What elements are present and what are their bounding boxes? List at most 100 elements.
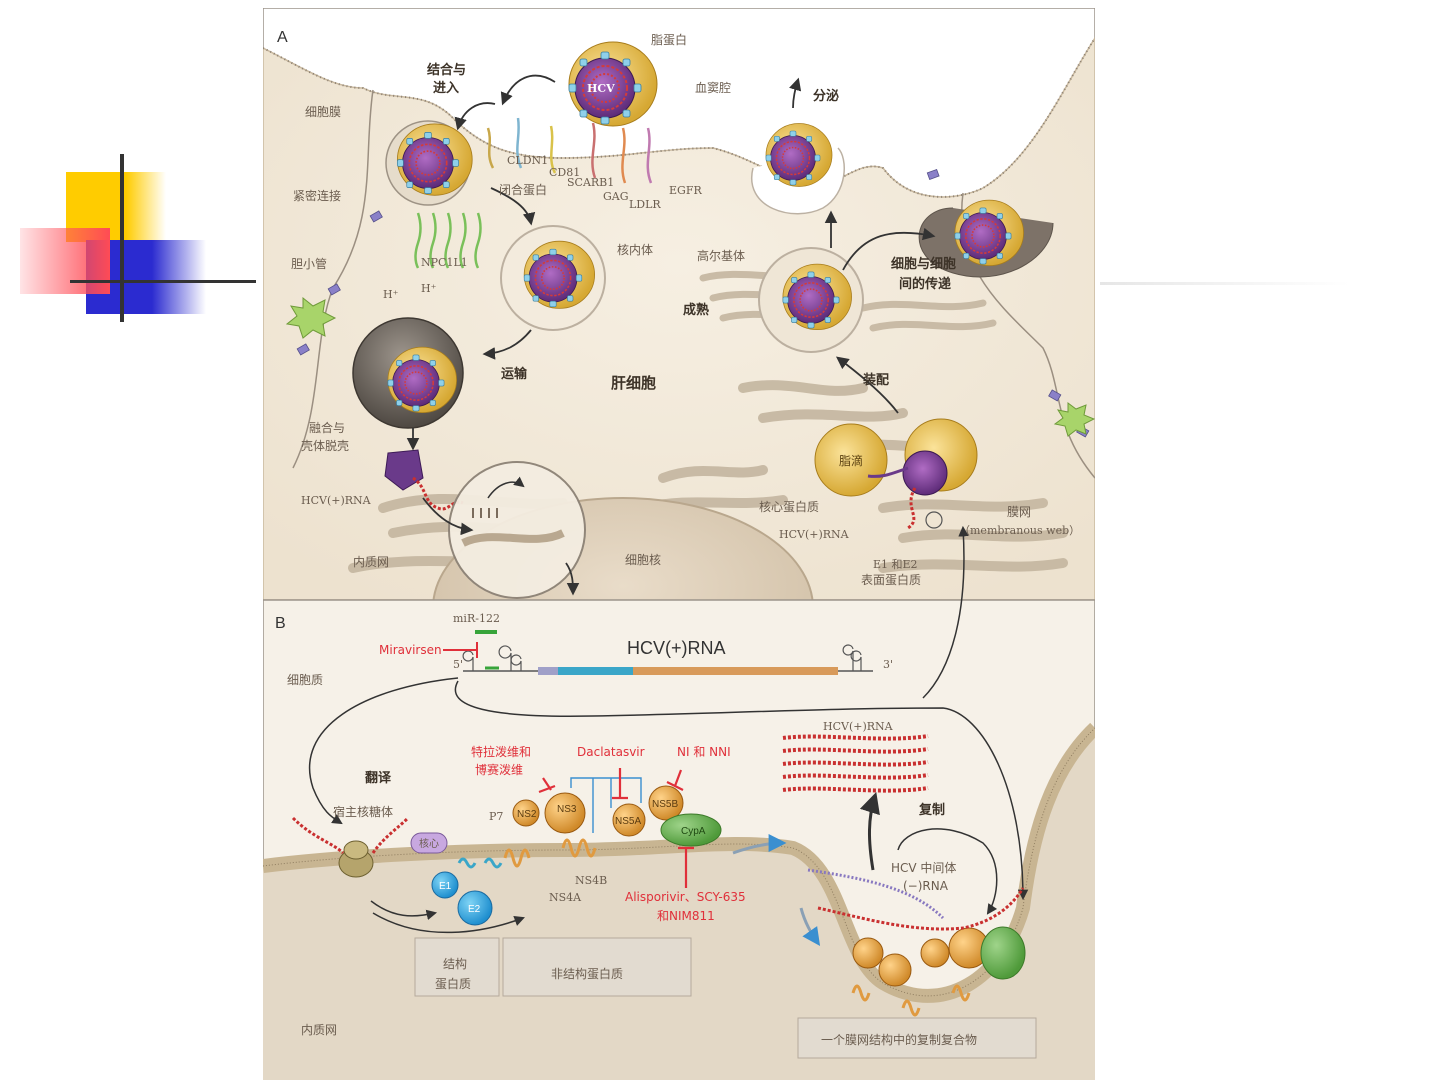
- label-cypa: CypA: [681, 826, 706, 837]
- drug-inhibitors: [538, 768, 694, 888]
- cell-to-cell-virion: [955, 200, 1024, 266]
- label-membranous-web-2: （membranous web）: [959, 524, 1080, 537]
- label-h-plus-1: H⁺: [383, 288, 399, 301]
- label-scarb1: SCARB1: [567, 176, 614, 189]
- replication-complex: [807, 868, 1026, 1017]
- label-h-plus-2: H⁺: [421, 282, 437, 295]
- label-ldlr: LDLR: [629, 198, 661, 211]
- ns2-protein: [512, 799, 540, 827]
- label-maturation: 成熟: [683, 302, 709, 318]
- label-ns3: NS3: [557, 804, 577, 815]
- e2-protein: [457, 890, 493, 926]
- er-translation-magnifier: [448, 461, 586, 599]
- label-ns2: NS2: [517, 809, 537, 820]
- label-er-b: 内质网: [301, 1023, 337, 1037]
- label-three-prime: 3': [883, 658, 893, 671]
- label-e1: E1: [439, 881, 452, 892]
- label-tight-junction: 紧密连接: [293, 188, 341, 203]
- label-nonstructural: 非结构蛋白质: [551, 966, 623, 981]
- ornament-red-square: [20, 228, 110, 294]
- label-five-prime: 5': [453, 658, 463, 671]
- label-core-protein: 核心蛋白质: [759, 499, 819, 514]
- label-structural-2: 蛋白质: [435, 976, 471, 991]
- label-fusion-1: 融合与: [309, 420, 345, 435]
- label-egfr: EGFR: [669, 184, 702, 197]
- label-replication-complex: 一个膜网结构中的复制复合物: [821, 1032, 977, 1047]
- label-hcv-rna-2: HCV(+)RNA: [779, 528, 850, 541]
- label-cldn1: CLDN1: [507, 154, 548, 167]
- label-ns4b: NS4B: [575, 874, 607, 887]
- cell-membrane: [263, 37, 1095, 198]
- nonstructural-proteins-box: [502, 937, 692, 997]
- secreted-virion: [766, 124, 832, 187]
- ns5a-protein: [612, 803, 646, 837]
- host-ribosome: [291, 816, 410, 878]
- label-structural-1: 结构: [443, 956, 467, 971]
- label-hcv-rna-plus: HCV(+)RNA: [823, 720, 894, 733]
- panel-b-letter: B: [275, 615, 286, 632]
- membrane-flow-arrows: [732, 834, 821, 946]
- slide-ornament: [20, 150, 260, 330]
- hcv-lifecycle-figure: A 脂蛋白 HCV 血窦腔 分泌 结合与 进入 细胞膜 CLDN1 CD81 闭…: [263, 8, 1095, 1080]
- label-e1e2-1: E1 和E2: [873, 558, 918, 571]
- virion-binding: [385, 120, 472, 206]
- structural-proteins: [410, 832, 503, 926]
- bile-canaliculus: [285, 296, 337, 339]
- acidified-endosome: [352, 317, 464, 429]
- label-hepatocyte: 肝细胞: [611, 374, 656, 392]
- panel-a: A 脂蛋白 HCV 血窦腔 分泌 结合与 进入 细胞膜 CLDN1 CD81 闭…: [263, 8, 1095, 719]
- ornament-vertical-line: [120, 154, 124, 322]
- label-nucleus: 细胞核: [625, 553, 661, 567]
- label-lipid-droplet: 脂滴: [839, 453, 863, 468]
- label-binding-entry-2: 进入: [433, 81, 459, 96]
- genome-core-region: [558, 667, 633, 675]
- ns3-protein: [544, 792, 586, 834]
- label-e2: E2: [468, 904, 481, 915]
- label-e1e2-2: 表面蛋白质: [861, 572, 921, 587]
- hcv-rna-genome: [443, 630, 873, 675]
- label-sinusoid: 血窦腔: [695, 80, 731, 95]
- panel-b: B miR-122 Miravirsen 5' 3' HCV(+)RNA 细胞质…: [263, 525, 1095, 1080]
- label-core: 核心: [419, 837, 439, 850]
- panel-a-arrows: [406, 74, 936, 596]
- label-transport: 运输: [501, 366, 528, 382]
- label-cell-to-cell-1: 细胞与细胞: [891, 256, 956, 272]
- label-translation: 翻译: [365, 770, 392, 786]
- label-secretion: 分泌: [813, 88, 839, 104]
- label-host-ribosome: 宿主核糖体: [333, 804, 393, 819]
- label-ns4a: NS4A: [549, 891, 582, 904]
- npc1l1-receptor: [414, 212, 482, 269]
- label-p7: P7: [489, 810, 503, 823]
- genome-ns-region: [633, 667, 838, 675]
- label-cell-membrane: 细胞膜: [305, 105, 341, 119]
- label-hcv-rna-1: HCV(+)RNA: [301, 494, 372, 507]
- label-alisporivir-1: Alisporivir、SCY-635: [625, 890, 746, 904]
- bile-canaliculus-right: [1053, 402, 1095, 437]
- panel-b-flow-arrows: [308, 525, 1029, 934]
- label-cell-to-cell-2: 间的传递: [899, 276, 951, 292]
- label-hcv: HCV: [587, 82, 615, 95]
- label-golgi: 高尔基体: [697, 248, 745, 263]
- label-telaprevir-2: 博赛泼维: [475, 762, 523, 777]
- label-rna-title: HCV(+)RNA: [627, 638, 726, 658]
- panel-a-letter: A: [277, 29, 288, 46]
- miravirsen-inhibition: [443, 642, 478, 658]
- label-intermediate-1: HCV 中间体: [891, 860, 956, 875]
- label-mir122: miR-122: [453, 612, 500, 625]
- label-alisporivir-2: 和NIM811: [657, 909, 715, 923]
- label-membranous-web-1: 膜网: [1007, 505, 1031, 519]
- replication-complex-box: [797, 1017, 1037, 1059]
- label-ns5a: NS5A: [615, 816, 641, 827]
- cypa-protein: [660, 813, 722, 847]
- maturing-virion: [758, 247, 864, 353]
- structural-proteins-box: [414, 937, 500, 997]
- nonstructural-proteins: [503, 777, 722, 868]
- label-intermediate-2: (−)RNA: [903, 879, 949, 893]
- er-membrane-surface: [263, 727, 1095, 997]
- endosome-virion: [500, 225, 606, 331]
- label-fusion-2: 壳体脱壳: [301, 438, 349, 453]
- ornament-horizontal-line: [70, 280, 256, 283]
- label-miravirsen: Miravirsen: [379, 643, 442, 657]
- label-ns5b: NS5B: [652, 799, 678, 810]
- label-cd81: CD81: [549, 166, 580, 179]
